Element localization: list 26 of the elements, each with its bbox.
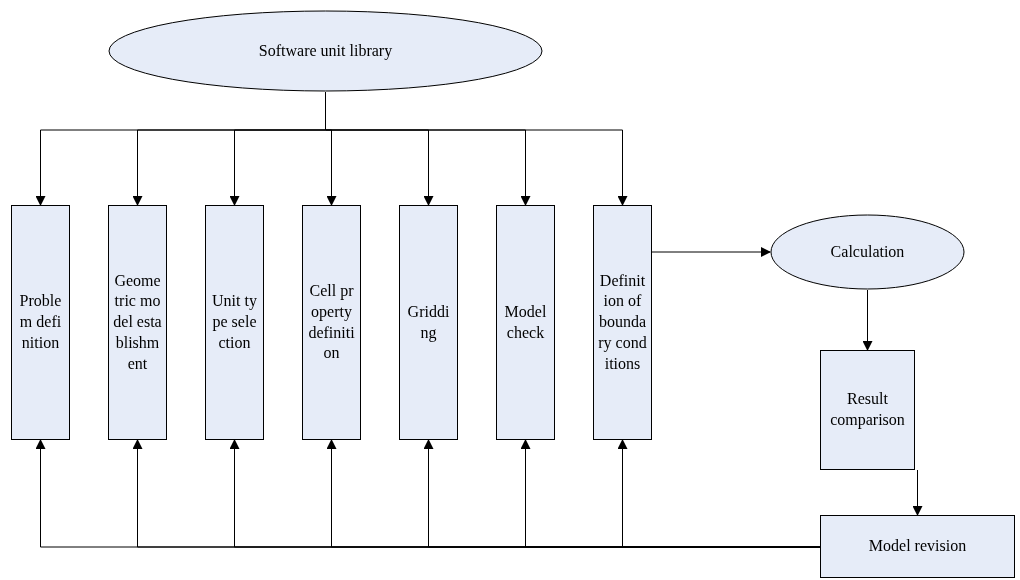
- process-box: [108, 205, 167, 440]
- node-label: Geometric model establishment: [113, 270, 162, 374]
- node-label: Problem definition: [18, 291, 63, 353]
- node-label: Definition of boundary conditions: [598, 270, 647, 374]
- node-label: Cell property definition: [307, 280, 356, 364]
- arrow: [651, 247, 771, 257]
- process-ellipse: [770, 214, 965, 290]
- arrow: [862, 289, 873, 351]
- node-label: Unit type selection: [211, 291, 258, 353]
- process-box: [302, 205, 361, 440]
- process-ellipse: [108, 10, 543, 92]
- process-box: [11, 205, 70, 440]
- process-box: [820, 350, 915, 470]
- node-label: Calculation: [830, 241, 905, 262]
- node-label: Gridding: [406, 301, 451, 344]
- node-label: Model revision: [868, 536, 967, 557]
- node-label: Model check: [503, 301, 548, 343]
- process-box: [496, 205, 555, 440]
- node-label: Result comparison: [829, 389, 906, 431]
- arrow: [617, 439, 821, 548]
- process-box: [399, 205, 458, 440]
- process-box: [820, 515, 1015, 578]
- arrow: [912, 469, 923, 516]
- process-box: [205, 205, 264, 440]
- process-box: [593, 205, 652, 440]
- node-label: Software unit library: [258, 40, 393, 62]
